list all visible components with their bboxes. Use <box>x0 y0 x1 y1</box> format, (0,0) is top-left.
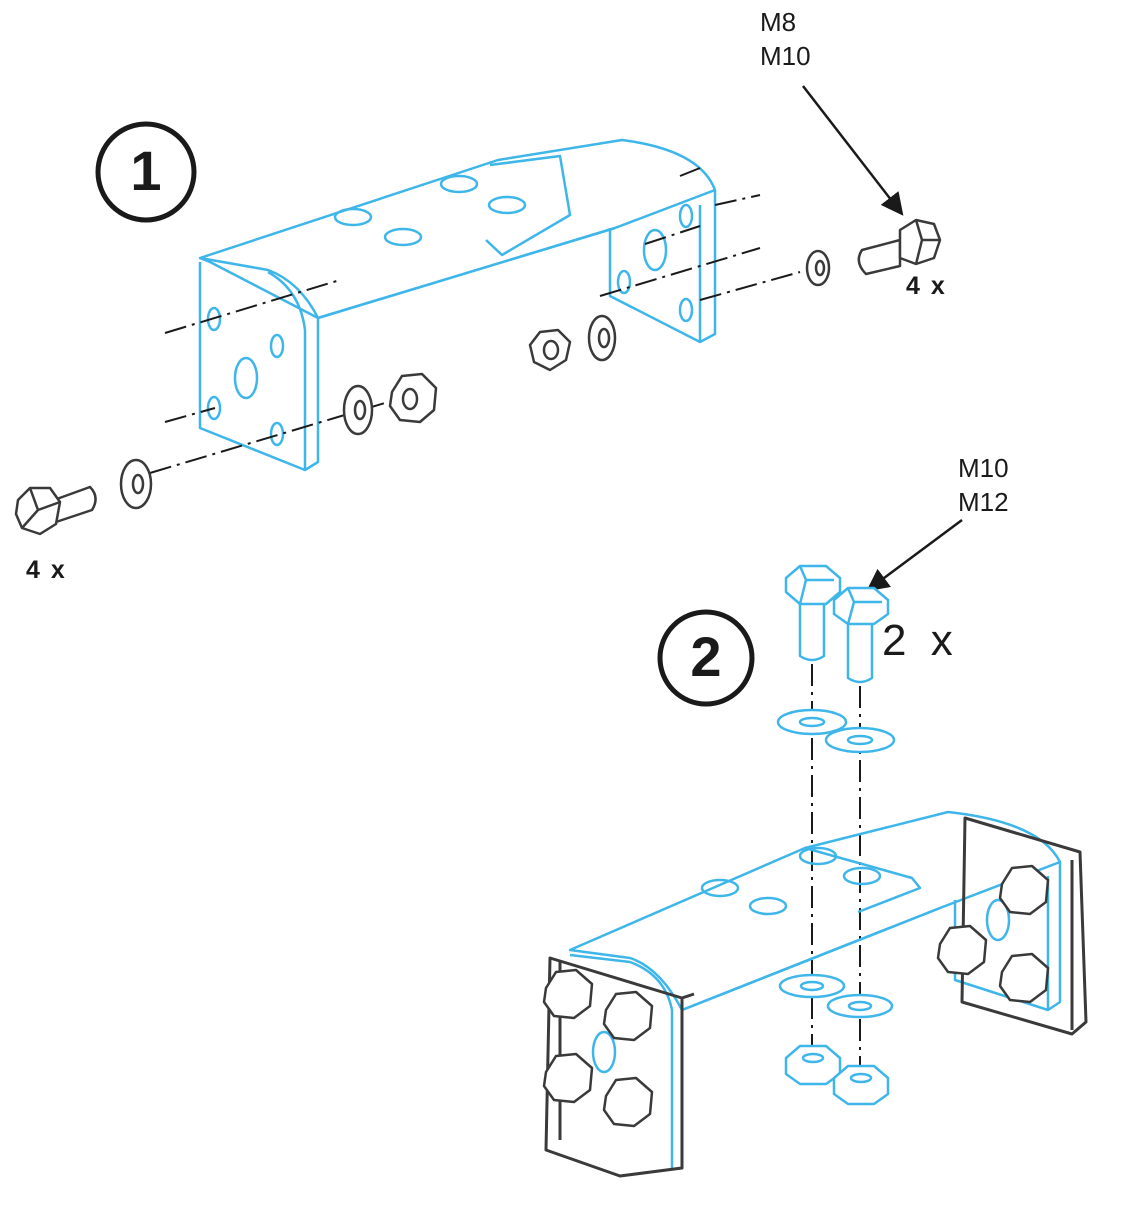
step-2-washers-upper <box>776 708 896 754</box>
step-2-washers-lower <box>778 973 894 1019</box>
step-2-nuts-lower <box>784 1044 890 1106</box>
step-1-number: 1 <box>130 139 162 202</box>
step-1-circle <box>95 121 197 223</box>
step-1-nut-middle <box>528 328 572 372</box>
step-1-bolt-right <box>857 218 942 276</box>
step-2-number: 2 <box>690 625 722 688</box>
step-1-washer-left-middle <box>342 384 374 436</box>
step-1-washer-left <box>119 458 153 510</box>
step-1-bolt-size-2: M10 <box>760 41 811 71</box>
step-1-washer-middle <box>587 314 617 362</box>
step-1-washer-right <box>805 249 831 287</box>
step-2-callout-arrow <box>866 518 963 592</box>
step-1-quantity-left: 4 x <box>26 556 67 584</box>
step-2-circle <box>657 609 755 707</box>
step-1-bolt-size-1: M8 <box>760 7 797 37</box>
step-1-callout-arrow <box>802 85 904 216</box>
step-2-bolt-size-1: M10 <box>958 453 1009 483</box>
bracket-1-holes <box>206 174 694 447</box>
step-1-nut-left-middle <box>388 372 438 424</box>
step-1-quantity-right: 4 x <box>906 272 947 300</box>
step-2-busbar-nuts <box>542 864 1050 1128</box>
step-2-quantity: 2 x <box>882 616 959 665</box>
step-2-bolt-size-2: M12 <box>958 487 1009 517</box>
bracket-1 <box>198 138 717 472</box>
step-1-axis-lines <box>149 167 801 474</box>
bracket-2-holes <box>591 846 1011 1074</box>
step-2-bolts <box>784 564 890 684</box>
step-1-bolt-left <box>14 485 97 536</box>
